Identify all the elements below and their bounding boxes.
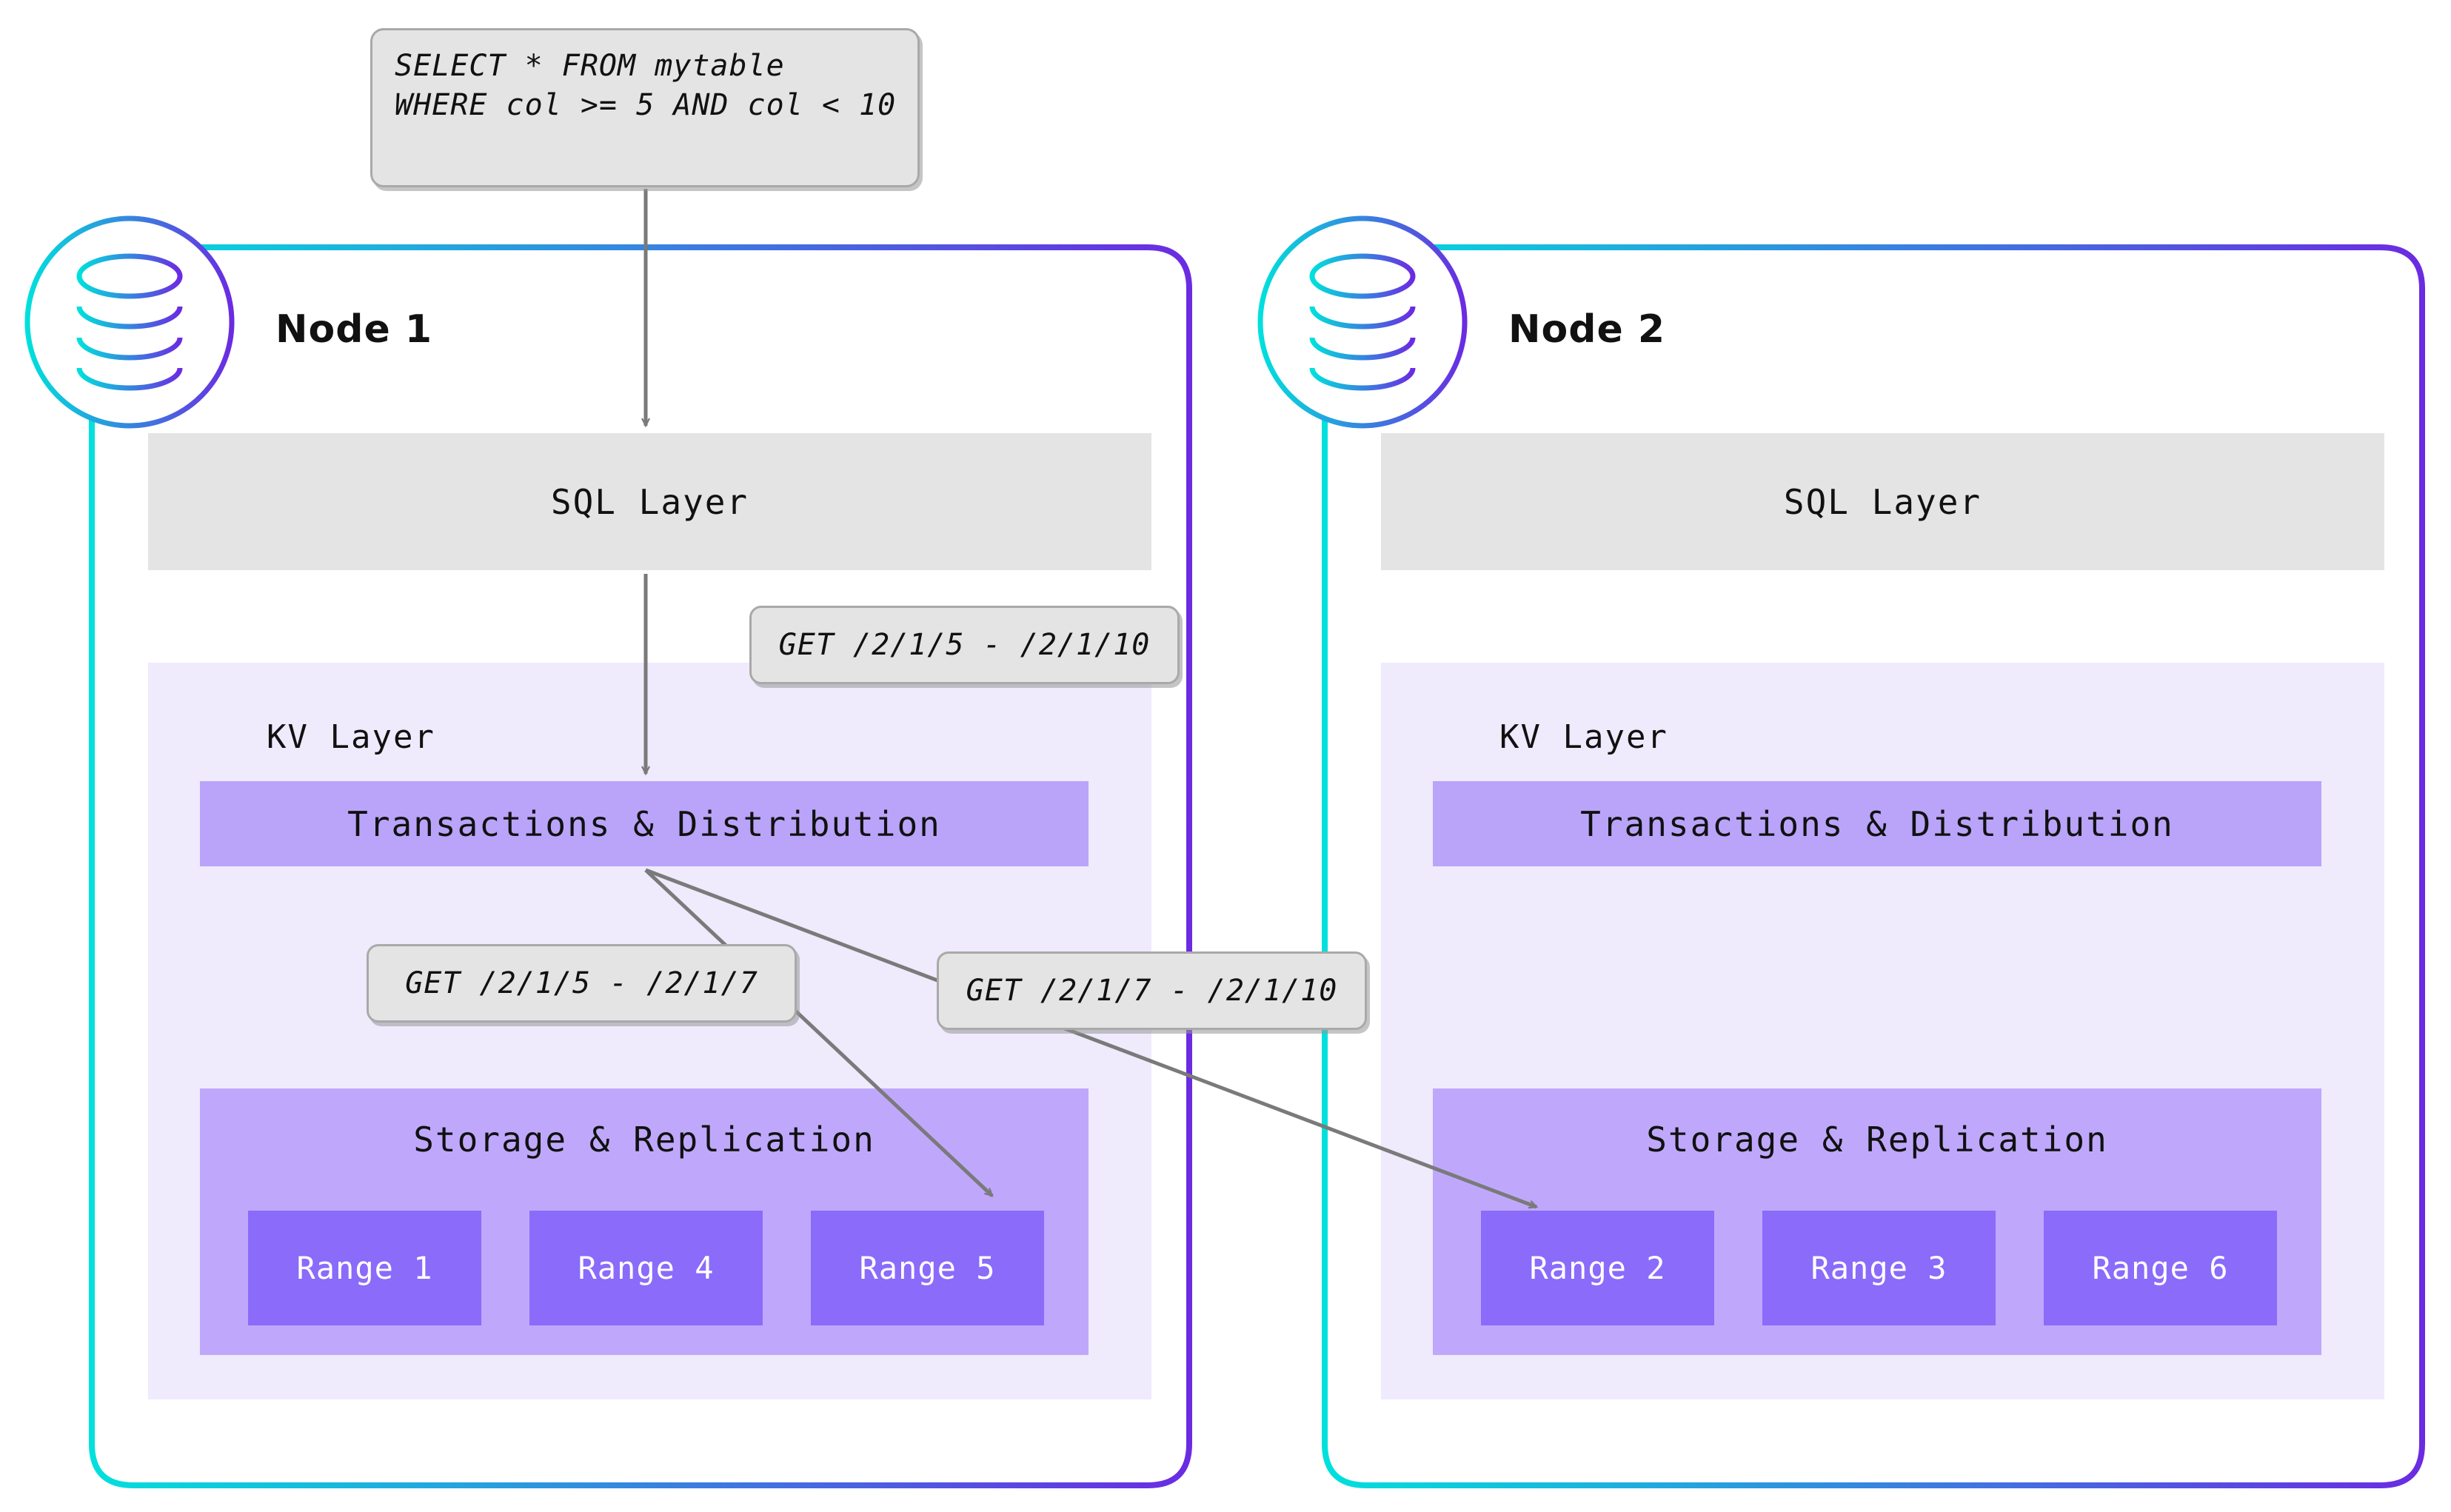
range-label: Range 1 (296, 1250, 433, 1286)
range-label: Range 6 (2092, 1250, 2229, 1286)
callout-text: GET /2/1/7 - /2/1/10 (966, 974, 1338, 1008)
transactions-distribution-label: Transactions & Distribution (347, 803, 941, 844)
sql-layer-2: SQL Layer (1381, 433, 2384, 570)
transactions-distribution-bar-1: Transactions & Distribution (200, 781, 1089, 866)
storage-replication-label: Storage & Replication (1646, 1120, 2108, 1160)
node-title-2: Node 2 (1508, 307, 1666, 352)
sql-query-line-2: WHERE col >= 5 AND col < 10 (395, 87, 897, 122)
range-box: Range 4 (529, 1211, 763, 1325)
callout-text: GET /2/1/5 - /2/1/10 (778, 628, 1151, 662)
transactions-distribution-label: Transactions & Distribution (1580, 803, 2174, 844)
transactions-distribution-bar-2: Transactions & Distribution (1433, 781, 2321, 866)
database-icon (22, 215, 237, 429)
storage-replication-bar-2: Storage & Replication Range 2 Range 3 Ra… (1433, 1088, 2321, 1355)
range-label: Range 2 (1529, 1250, 1666, 1286)
sql-query-box: SELECT * FROM mytable WHERE col >= 5 AND… (370, 28, 920, 187)
range-box: Range 1 (248, 1211, 481, 1325)
kv-layer-label: KV Layer (1499, 718, 1668, 756)
sql-layer-1: SQL Layer (148, 433, 1151, 570)
callout-range-local: GET /2/1/5 - /2/1/7 (367, 944, 797, 1023)
callout-range-remote: GET /2/1/7 - /2/1/10 (937, 951, 1367, 1030)
range-label: Range 3 (1810, 1250, 1947, 1286)
callout-kv-request: GET /2/1/5 - /2/1/10 (749, 606, 1180, 684)
node-title-1: Node 1 (275, 307, 433, 352)
kv-layer-label: KV Layer (267, 718, 435, 756)
database-icon (1255, 215, 1470, 429)
sql-query-line-1: SELECT * FROM mytable (395, 49, 785, 83)
storage-replication-label: Storage & Replication (413, 1120, 875, 1160)
range-box: Range 2 (1481, 1211, 1714, 1325)
storage-replication-bar-1: Storage & Replication Range 1 Range 4 Ra… (200, 1088, 1089, 1355)
range-box: Range 3 (1762, 1211, 1996, 1325)
callout-text: GET /2/1/5 - /2/1/7 (405, 966, 758, 1000)
sql-layer-label: SQL Layer (1783, 481, 1982, 522)
range-box: Range 6 (2044, 1211, 2277, 1325)
range-box: Range 5 (811, 1211, 1044, 1325)
range-label: Range 4 (578, 1250, 715, 1286)
sql-layer-label: SQL Layer (550, 481, 749, 522)
range-label: Range 5 (859, 1250, 996, 1286)
